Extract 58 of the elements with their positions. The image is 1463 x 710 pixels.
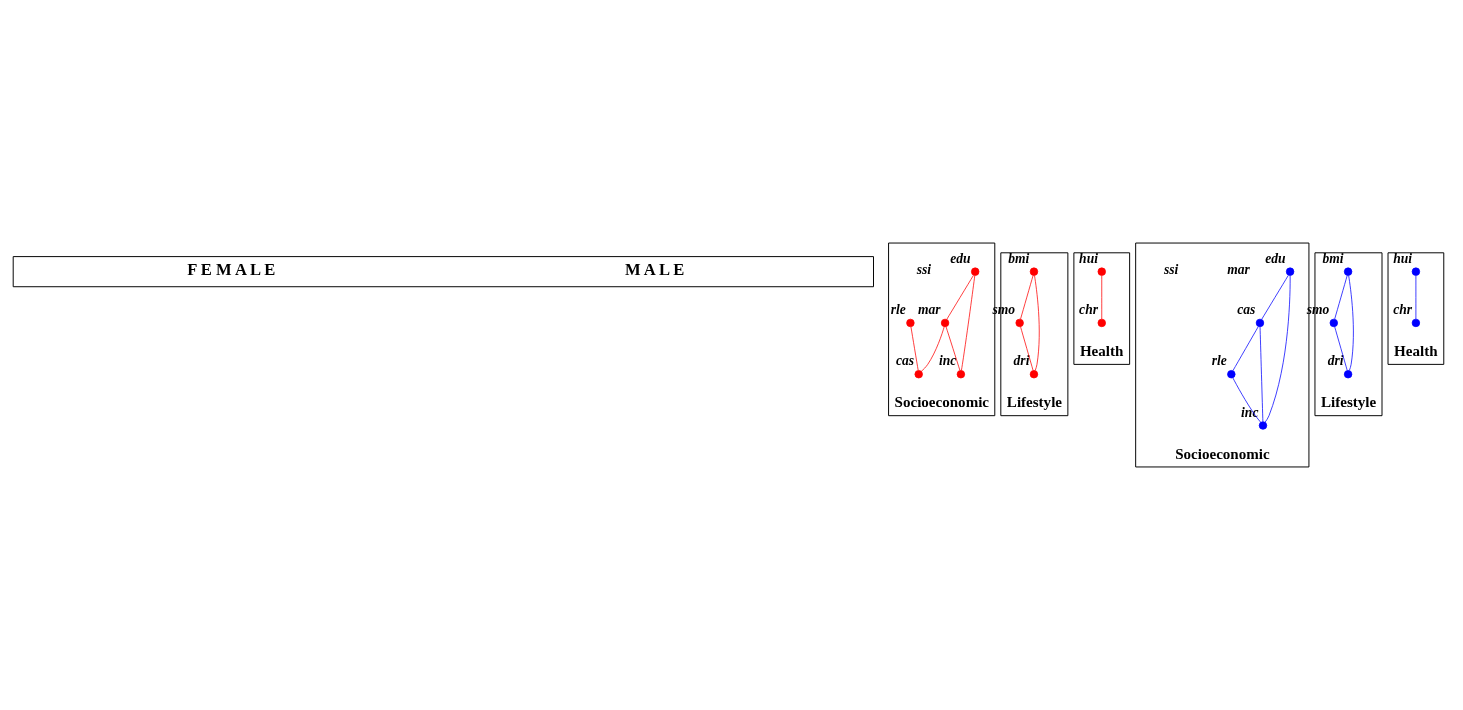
node-label: bmi <box>1322 250 1344 266</box>
node-circle <box>956 370 966 379</box>
node-circle <box>1258 421 1268 430</box>
node-label: dri <box>1013 353 1030 369</box>
node-label: rle <box>890 302 906 318</box>
node-label: edu <box>950 250 971 266</box>
node-label: mar <box>917 302 941 318</box>
connector <box>1232 326 1259 371</box>
node-circle <box>1097 267 1106 276</box>
node-text: ssi <box>1163 262 1179 278</box>
node-label: hui <box>1079 250 1098 266</box>
node-circle <box>971 267 980 276</box>
node-circle <box>1411 318 1421 328</box>
node-circle <box>1343 267 1353 276</box>
node-circle <box>1029 267 1039 276</box>
node-text: mar <box>1227 262 1250 278</box>
node-circle <box>1329 318 1338 328</box>
node-label: bmi <box>1008 250 1030 266</box>
node-circle <box>906 318 915 328</box>
node-circle <box>940 318 950 328</box>
node-label: cas <box>1237 302 1256 318</box>
node-circle <box>1015 318 1024 328</box>
node-circle <box>1255 318 1265 328</box>
connector <box>946 275 974 320</box>
node-label: chr <box>1079 302 1098 318</box>
connector <box>1334 326 1348 371</box>
node-label: hui <box>1393 250 1413 266</box>
connector <box>1034 275 1040 371</box>
connector <box>1348 275 1354 371</box>
node-circle <box>1285 267 1295 276</box>
node-circle <box>1227 370 1236 379</box>
node-circle <box>1097 318 1106 328</box>
node-label: rle <box>1211 353 1227 369</box>
node-circle <box>914 370 923 379</box>
node-label: inc <box>1241 404 1259 420</box>
node-text: ssi <box>916 262 932 278</box>
connector <box>1259 326 1264 423</box>
connector <box>1020 275 1034 320</box>
connector <box>920 326 945 372</box>
connector <box>1264 275 1291 423</box>
connector <box>961 275 976 371</box>
node-circle <box>1343 370 1353 379</box>
connector <box>1261 275 1289 320</box>
node-label: chr <box>1393 302 1413 318</box>
node-label: edu <box>1265 250 1286 266</box>
node-circle <box>1411 267 1421 276</box>
connector <box>1415 275 1417 320</box>
node-circle <box>1029 370 1039 379</box>
connector <box>1020 326 1034 371</box>
node-box: F E M A L E M A L E <box>12 256 874 288</box>
node-label: inc <box>939 353 957 369</box>
connector <box>1101 275 1103 320</box>
node-label: cas <box>896 353 915 369</box>
connector <box>910 326 919 371</box>
connector <box>945 326 961 371</box>
connector <box>1334 275 1348 320</box>
connector <box>1232 377 1261 423</box>
node-label: dri <box>1327 353 1344 369</box>
